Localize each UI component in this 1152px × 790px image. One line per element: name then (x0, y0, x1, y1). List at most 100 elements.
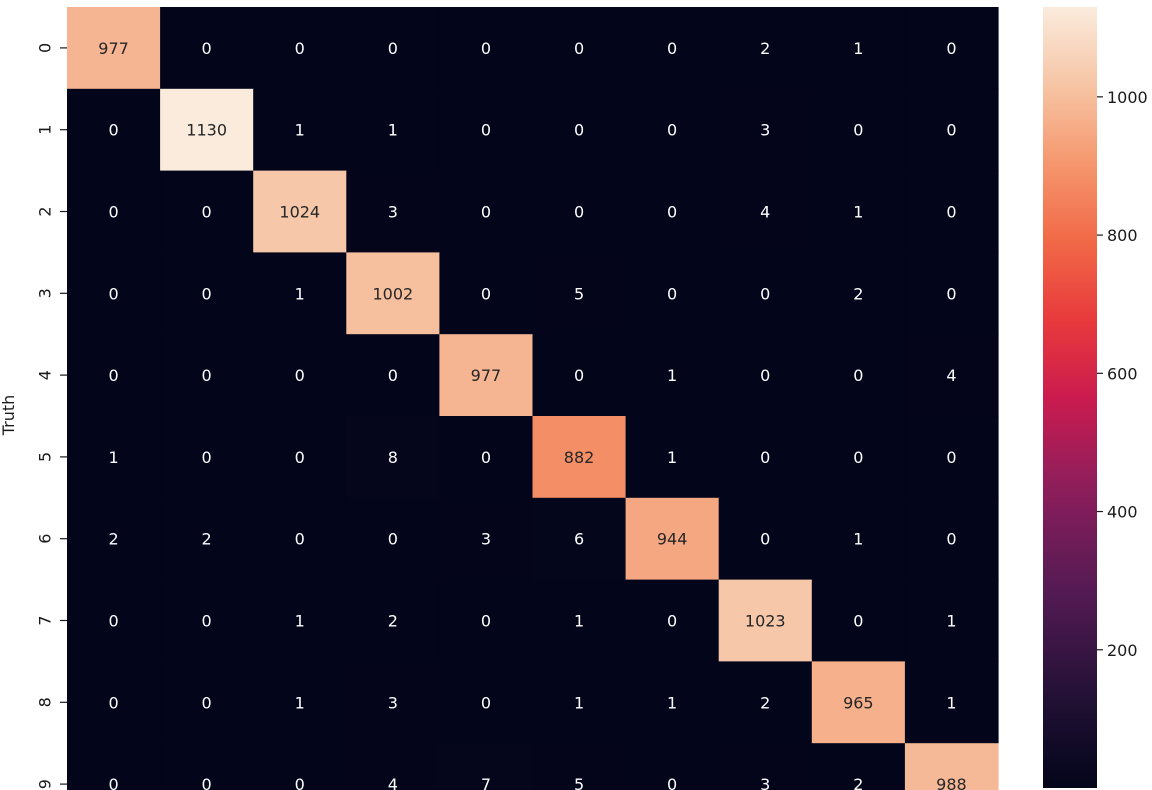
heatmap-cell (67, 497, 161, 581)
heatmap-cell-label: 1 (295, 612, 305, 631)
heatmap-cell (346, 416, 440, 499)
heatmap-cell-label: 3 (760, 121, 770, 140)
heatmap-cell (625, 743, 720, 790)
heatmap-cell (67, 743, 161, 790)
heatmap-cell-label: 965 (843, 693, 874, 712)
heatmap-cell-label: 1 (946, 693, 956, 712)
heatmap-cell-label: 3 (481, 530, 491, 549)
heatmap-cell-label: 4 (760, 203, 770, 222)
colorbar-tick-label: 800 (1107, 226, 1138, 245)
heatmap-cell-label: 0 (760, 448, 770, 467)
heatmap-cell-label: 0 (202, 366, 212, 385)
heatmap-cell (625, 497, 720, 581)
heatmap-cell (253, 743, 347, 790)
heatmap-cell (532, 579, 627, 662)
heatmap-cell (346, 579, 440, 662)
heatmap-cell (811, 88, 906, 172)
heatmap-cell (160, 252, 254, 335)
heatmap-cell-label: 3 (388, 203, 398, 222)
heatmap-cell-label: 6 (574, 530, 584, 549)
heatmap-cell (346, 497, 440, 581)
heatmap-cell-label: 3 (388, 693, 398, 712)
heatmap-cell-label: 1 (667, 693, 677, 712)
heatmap-cell (625, 579, 720, 662)
heatmap-cell (67, 334, 161, 417)
heatmap-cell (718, 170, 813, 253)
heatmap-cell-label: 977 (471, 366, 502, 385)
heatmap-cell (625, 7, 720, 90)
y-axis-tick-label: 7 (36, 615, 55, 625)
heatmap-cell-label: 1 (667, 366, 677, 385)
heatmap-cell-label: 0 (667, 39, 677, 58)
colorbar-tick-label: 600 (1107, 364, 1138, 383)
heatmap-cell-label: 4 (946, 366, 956, 385)
heatmap-cell (346, 7, 440, 90)
heatmap-cell (904, 743, 999, 790)
heatmap-cell (904, 170, 999, 253)
heatmap-cell-label: 0 (481, 612, 491, 631)
heatmap-cell (718, 497, 813, 581)
heatmap-cell (532, 252, 627, 335)
heatmap-cell-label: 0 (388, 39, 398, 58)
heatmap-cell (718, 416, 813, 499)
heatmap-cell-label: 0 (202, 612, 212, 631)
heatmap-cell (811, 252, 906, 335)
heatmap-cell-label: 1 (388, 121, 398, 140)
y-axis-label: Truth (0, 395, 18, 437)
heatmap-cell (625, 170, 720, 253)
heatmap-cell-label: 2 (760, 693, 770, 712)
heatmap-cell-label: 2 (853, 284, 863, 303)
y-axis-tick-label: 5 (36, 452, 55, 462)
heatmap-cell (67, 416, 161, 499)
heatmap-cell-label: 2 (202, 530, 212, 549)
heatmap-cell (253, 497, 347, 581)
heatmap-cell (346, 661, 440, 744)
heatmap-cell (532, 334, 627, 417)
heatmap-cell-label: 0 (108, 284, 118, 303)
heatmap-cell-label: 0 (574, 39, 584, 58)
heatmap-cell (253, 661, 347, 744)
heatmap-cell (904, 416, 999, 499)
colorbar-tick-label: 200 (1107, 641, 1138, 660)
heatmap-cell (439, 170, 534, 253)
heatmap-cell (904, 497, 999, 581)
heatmap-cell (439, 334, 534, 417)
heatmap-cell-label: 1024 (279, 203, 320, 222)
heatmap-cell (160, 88, 254, 172)
heatmap-cell (811, 7, 906, 90)
heatmap-cell (346, 170, 440, 253)
heatmap-cell-label: 0 (667, 775, 677, 790)
heatmap-cell-label: 0 (574, 121, 584, 140)
heatmap-cell (718, 579, 813, 662)
heatmap-cell (811, 416, 906, 499)
heatmap-cell-label: 0 (667, 203, 677, 222)
heatmap-cell (439, 416, 534, 499)
heatmap-cell (160, 7, 254, 90)
heatmap-cell-label: 1023 (745, 612, 786, 631)
heatmap-cell (253, 7, 347, 90)
heatmap-cell-label: 0 (295, 366, 305, 385)
heatmap-cell-label: 1 (853, 39, 863, 58)
heatmap-cell (346, 252, 440, 335)
heatmap-cell-label: 0 (202, 448, 212, 467)
heatmap-cell-label: 0 (108, 366, 118, 385)
heatmap-cell-label: 7 (481, 775, 491, 790)
heatmap-cell-label: 5 (574, 775, 584, 790)
heatmap-cell-label: 0 (946, 284, 956, 303)
heatmap-cell (811, 170, 906, 253)
heatmap-cell-label: 0 (295, 448, 305, 467)
heatmap-cell (625, 334, 720, 417)
heatmap-cell-label: 0 (108, 612, 118, 631)
heatmap-cell-label: 0 (760, 530, 770, 549)
heatmap-cell-label: 0 (202, 693, 212, 712)
heatmap-cell-label: 0 (202, 203, 212, 222)
heatmap-cell-label: 0 (946, 121, 956, 140)
colorbar-gradient (1043, 7, 1097, 788)
heatmap-cell-label: 0 (108, 693, 118, 712)
heatmap-cell (346, 743, 440, 790)
heatmap-cell-label: 2 (108, 530, 118, 549)
heatmap-cell-label: 0 (108, 775, 118, 790)
heatmap-cell (904, 252, 999, 335)
heatmap-cell (811, 743, 906, 790)
